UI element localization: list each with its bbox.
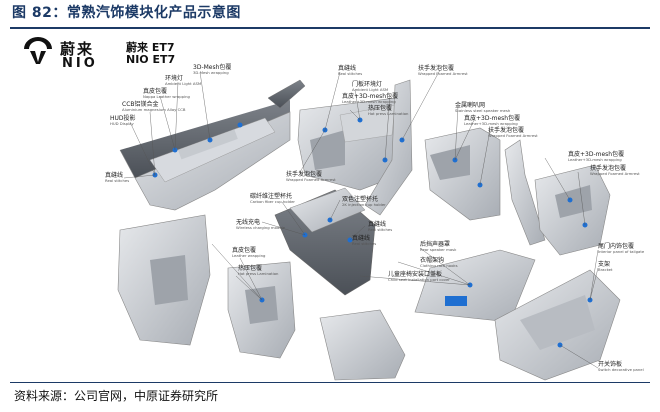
floor-trim [319, 309, 406, 381]
callout-leaders [123, 69, 599, 369]
c-pillar [504, 139, 546, 246]
tailgate-trim [494, 269, 621, 381]
footer-rule [10, 382, 650, 383]
center-console [274, 187, 376, 296]
rear-left-door-trim [227, 261, 296, 359]
callout-markers [152, 117, 593, 348]
logo-english: NIO [62, 56, 98, 71]
front-door-panel [297, 97, 401, 191]
rear-quarter-trim [534, 164, 611, 256]
nio-logo-icon [24, 37, 52, 64]
logo-chinese: 蔚来 [60, 40, 95, 58]
b-pillar [364, 79, 413, 216]
source-note: 资料来源：公司官网，中原证券研究所 [14, 389, 219, 403]
parcel-shelf [414, 249, 536, 323]
model-english: NIO ET7 [126, 53, 176, 66]
model-chinese: 蔚来 ET7 [126, 41, 175, 54]
figure-title: 图 82：常熟汽饰模块化产品示意图 [12, 5, 241, 21]
rear-door-panel [424, 127, 501, 221]
instrument-panel [119, 100, 291, 211]
front-left-door-trim [117, 214, 211, 346]
a-pillar [267, 79, 306, 109]
title-rule [10, 27, 650, 29]
